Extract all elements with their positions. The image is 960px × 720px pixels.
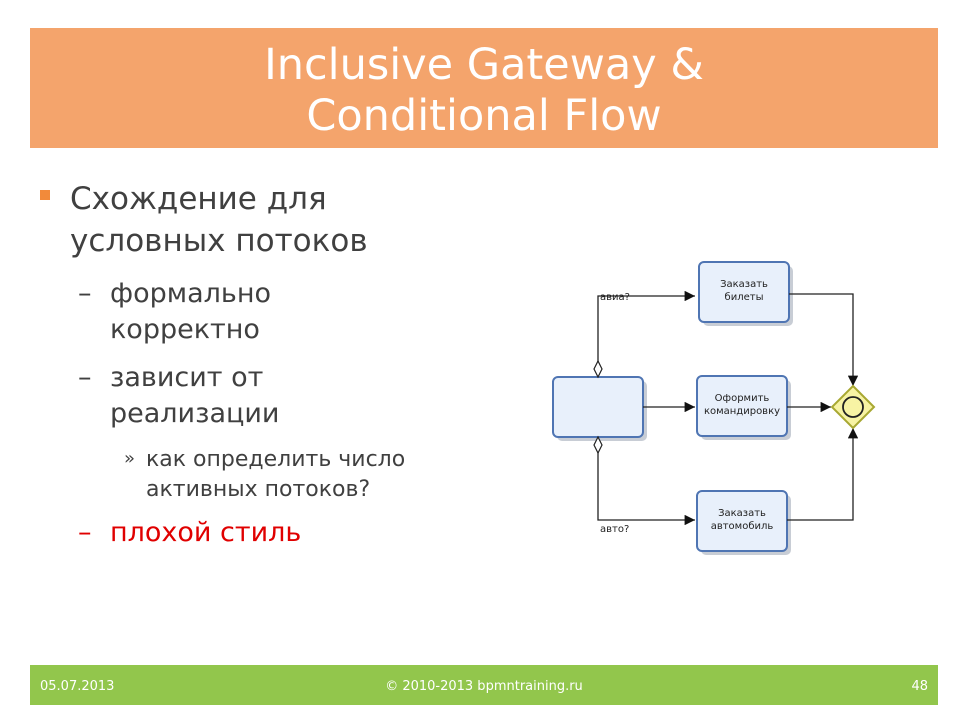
footer-bar: 05.07.2013 © 2010-2013 bpmntraining.ru 4… (30, 665, 938, 705)
task-business-trip-line-2: командировку (704, 406, 780, 417)
slide-title: Inclusive Gateway & Conditional Flow (30, 40, 938, 142)
task-order-tickets: Заказать билеты (698, 261, 793, 326)
sequence-flow-bottom-join (787, 428, 859, 521)
footer-date: 05.07.2013 (40, 679, 115, 694)
task-order-tickets-line-1: Заказать (720, 279, 768, 290)
dash-marker: – (78, 278, 92, 309)
footer-copyright: © 2010-2013 bpmntraining.ru (385, 679, 583, 694)
task-business-trip-line-1: Оформить (715, 393, 770, 404)
condition-label-top: авиа? (600, 292, 630, 303)
start-task (552, 376, 647, 441)
subsub-bullet-line-1: как определить число (146, 447, 406, 472)
sub-bullet-bad-style-text: плохой стиль (110, 517, 302, 548)
sequence-flow-top-join (789, 293, 859, 386)
title-line-2: Conditional Flow (306, 91, 662, 141)
bpmn-diagram: авиа? авто? Заказать билеты Оформить ком… (552, 261, 876, 555)
condition-diamond-icon (593, 435, 603, 455)
chevron-bullet-icon: » (124, 448, 136, 469)
sub-bullet-depends-line-2: реализации (110, 398, 280, 429)
task-order-car: Заказать автомобиль (696, 490, 791, 555)
task-order-tickets-line-2: билеты (725, 292, 764, 303)
inclusive-gateway-icon (830, 384, 876, 430)
bullet-main-line-2: условных потоков (70, 223, 368, 259)
sub-bullet-depends-line-1: зависит от (110, 362, 264, 393)
task-order-car-line-1: Заказать (718, 508, 766, 519)
conditional-flow-bottom: авто? (593, 435, 695, 535)
conditional-flow-top: авиа? (593, 290, 695, 379)
dash-marker: – (78, 362, 92, 393)
bullet-main-line-1: Схождение для (70, 181, 327, 217)
sub-bullet-formal-line-1: формально (110, 278, 271, 309)
dash-marker: – (78, 517, 92, 548)
title-band: Inclusive Gateway & Conditional Flow (30, 28, 938, 148)
condition-label-bottom: авто? (600, 524, 629, 535)
square-bullet-icon (40, 190, 50, 200)
sub-bullet-formal-line-2: корректно (110, 314, 260, 345)
page-number: 48 (911, 679, 928, 694)
task-order-car-line-2: автомобиль (711, 521, 774, 532)
condition-diamond-icon (593, 359, 603, 379)
task-business-trip: Оформить командировку (696, 375, 791, 440)
subsub-bullet-line-2: активных потоков? (146, 477, 371, 502)
title-line-1: Inclusive Gateway & (264, 40, 704, 90)
